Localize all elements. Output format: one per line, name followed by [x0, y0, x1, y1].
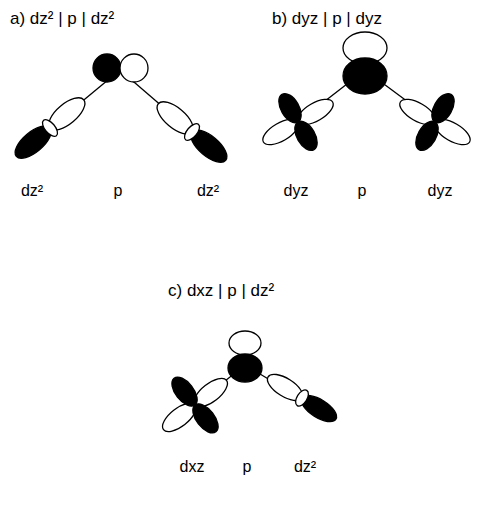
orbital-label: p — [358, 182, 367, 200]
dyz-orbital — [247, 74, 348, 169]
dz2-orbital — [263, 369, 340, 427]
orbital-label: dz² — [21, 182, 43, 200]
orbital-label: dz² — [294, 458, 316, 476]
p-orbital — [93, 54, 148, 82]
panel-heading: b) dyz | p | dyz — [272, 10, 382, 29]
panel-heading: c) dxz | p | dz² — [168, 282, 274, 301]
orbital-label: dz² — [197, 182, 219, 200]
p-orbital — [343, 32, 387, 94]
p-orbital — [228, 331, 262, 382]
dyz-orbital — [384, 74, 485, 169]
orbital-label: dxz — [180, 458, 205, 476]
dz2-orbital — [10, 92, 90, 164]
panel-heading: a) dz² | p | dz² — [10, 10, 114, 29]
orbital-label: dyz — [428, 182, 453, 200]
orbital-label: p — [243, 458, 252, 476]
dz2-orbital — [152, 96, 232, 168]
orbital-label: dyz — [284, 182, 309, 200]
orbital-label: p — [114, 182, 123, 200]
